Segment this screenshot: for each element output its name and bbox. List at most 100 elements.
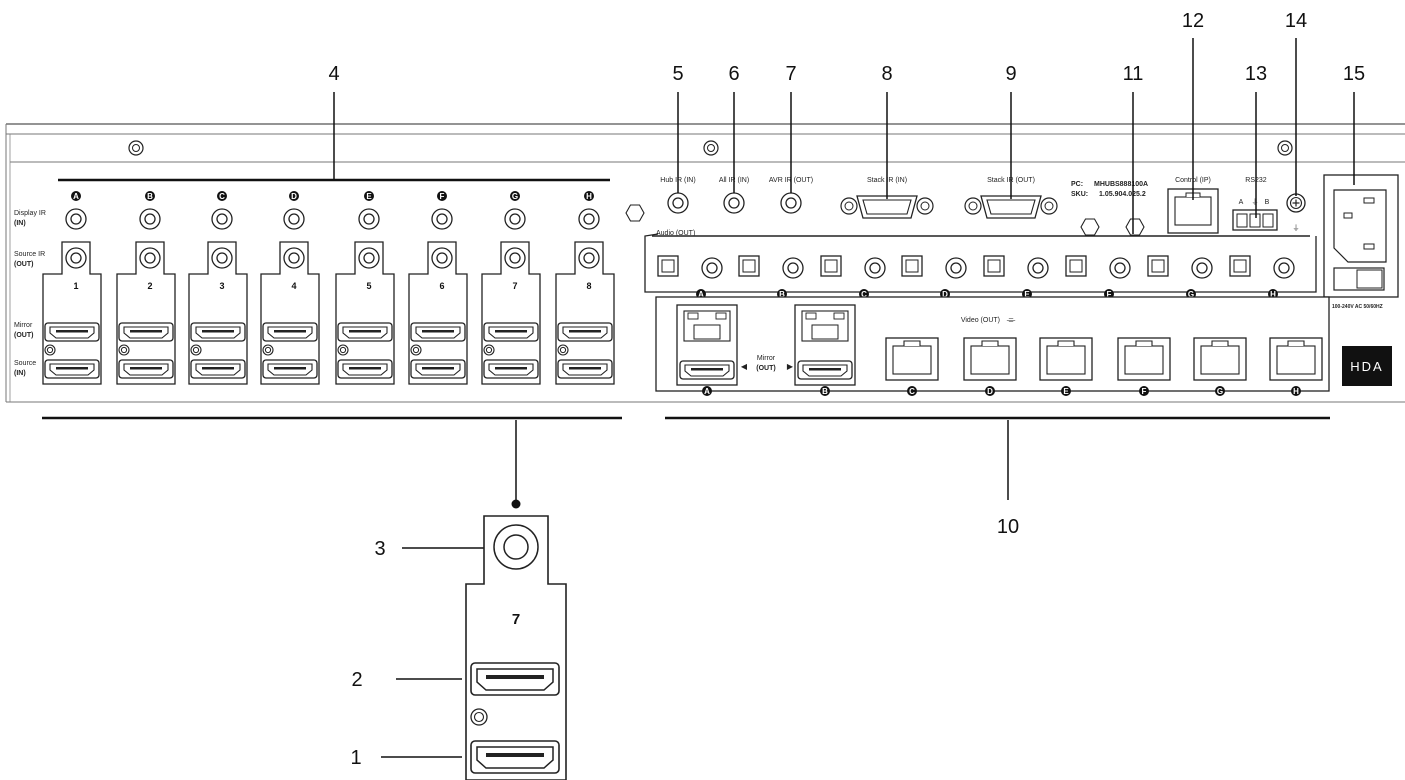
- source-in-hdmi-icon[interactable]: [262, 359, 318, 379]
- stack-in-dsub-icon[interactable]: [840, 195, 934, 219]
- source-in-hdmi-icon[interactable]: [190, 359, 246, 379]
- all-ir-jack-icon[interactable]: [723, 192, 745, 214]
- zoom-source-ir-jack-icon[interactable]: [493, 524, 539, 570]
- display-ir-jack-icon[interactable]: [65, 208, 87, 230]
- source-in-hdmi-icon[interactable]: [483, 359, 539, 379]
- display-ir-jack-icon[interactable]: [139, 208, 161, 230]
- display-ir-jack-icon[interactable]: [578, 208, 600, 230]
- mirror-out-hdmi-icon[interactable]: [44, 322, 100, 342]
- analog-audio-jack-icon[interactable]: [782, 257, 804, 279]
- input-module-a: A1: [42, 191, 102, 385]
- ground-symbol-icon: ⏚: [1252, 198, 1259, 206]
- source-ir-jack-icon[interactable]: [431, 247, 453, 269]
- optical-audio-port-icon[interactable]: [657, 255, 679, 277]
- led-icon: [44, 344, 56, 356]
- analog-audio-jack-icon[interactable]: [1109, 257, 1131, 279]
- ground-screw-icon[interactable]: [1286, 193, 1306, 213]
- sku-value: 1.05.904.025.2: [1099, 191, 1146, 198]
- source-in-hdmi-icon[interactable]: [337, 359, 393, 379]
- led-icon: [410, 344, 422, 356]
- optical-audio-port-icon[interactable]: [1147, 255, 1169, 277]
- hdbaset-rj45-port-icon[interactable]: [1117, 337, 1171, 381]
- hdbaset-rj45-port-icon[interactable]: [963, 337, 1017, 381]
- display-ir-jack-icon[interactable]: [431, 208, 453, 230]
- video-badge-h: H: [1291, 386, 1301, 396]
- source-in-hdmi-icon[interactable]: [44, 359, 100, 379]
- optical-audio-port-icon[interactable]: [738, 255, 760, 277]
- rs232-port: RS232 A ⏚ B: [1232, 177, 1278, 231]
- leader-dot: [511, 499, 521, 509]
- optical-audio-port-icon[interactable]: [820, 255, 842, 277]
- source-ir-jack-icon[interactable]: [211, 247, 233, 269]
- source-label: Source: [14, 360, 36, 367]
- hdbaset-rj45-port-icon[interactable]: [1269, 337, 1323, 381]
- audio-badge-d-letter: D: [942, 290, 948, 299]
- hub-ir-jack-icon[interactable]: [667, 192, 689, 214]
- led-icon: [190, 344, 202, 356]
- input-module-e: E5: [335, 191, 395, 385]
- video-badge-f: F: [1139, 386, 1149, 396]
- channel-badge-d: D: [289, 191, 299, 201]
- source-ir-jack-icon[interactable]: [358, 247, 380, 269]
- optical-audio-port-icon[interactable]: [901, 255, 923, 277]
- source-in-hdmi-icon[interactable]: [557, 359, 613, 379]
- display-ir-jack-icon[interactable]: [504, 208, 526, 230]
- display-ir-jack-icon[interactable]: [283, 208, 305, 230]
- mirror-out-hdmi-icon[interactable]: [410, 322, 466, 342]
- callout-9: 9: [1005, 63, 1016, 85]
- audio-badge-e-letter: E: [1024, 290, 1030, 299]
- analog-audio-jack-icon[interactable]: [1273, 257, 1295, 279]
- source-ir-jack-icon[interactable]: [504, 247, 526, 269]
- input-module-c: C3: [188, 191, 248, 385]
- video-badge-b: B: [820, 386, 830, 396]
- analog-audio-jack-icon[interactable]: [701, 257, 723, 279]
- mirror-out-hdmi-icon[interactable]: [483, 322, 539, 342]
- led-icon: [262, 344, 274, 356]
- power-rating-label: 100-240V AC 50/60HZ: [1332, 304, 1383, 310]
- channel-badge-e-letter: E: [366, 192, 372, 201]
- zoom-mirror-out-hdmi-icon[interactable]: [470, 662, 560, 696]
- analog-audio-jack-icon[interactable]: [1027, 257, 1049, 279]
- hex-standoff-icon: [625, 204, 645, 222]
- zoom-source-in-hdmi-icon[interactable]: [470, 740, 560, 774]
- source-in-hdmi-icon[interactable]: [410, 359, 466, 379]
- hdbaset-rj45-port-icon[interactable]: [1039, 337, 1093, 381]
- iec-socket-icon[interactable]: [1333, 189, 1387, 263]
- video-badge-a: A: [702, 386, 712, 396]
- hdbaset-rj45-port-icon[interactable]: [885, 337, 939, 381]
- stack-out-dsub-icon[interactable]: [964, 195, 1058, 219]
- optical-audio-port-icon[interactable]: [1065, 255, 1087, 277]
- channel-badge-f: F: [437, 191, 447, 201]
- display-ir-jack-icon[interactable]: [358, 208, 380, 230]
- analog-audio-jack-icon[interactable]: [864, 257, 886, 279]
- video-badge-g: G: [1215, 386, 1225, 396]
- mirror-out-hdmi-icon[interactable]: [557, 322, 613, 342]
- analog-audio-jack-icon[interactable]: [1191, 257, 1213, 279]
- mirror-out-hdmi-icon[interactable]: [190, 322, 246, 342]
- source-ir-jack-icon[interactable]: [283, 247, 305, 269]
- mirror-out-hdmi-icon[interactable]: [797, 360, 853, 380]
- mirror-out-hdmi-icon[interactable]: [337, 322, 393, 342]
- source-ir-jack-icon[interactable]: [578, 247, 600, 269]
- power-inlet: 100-240V AC 50/60HZ: [1323, 174, 1399, 310]
- display-ir-jack-icon[interactable]: [211, 208, 233, 230]
- mirror-out-hdmi-icon[interactable]: [118, 322, 174, 342]
- mirror-out-hdmi-icon[interactable]: [262, 322, 318, 342]
- source-ir-jack-icon[interactable]: [139, 247, 161, 269]
- avr-ir-jack-icon[interactable]: [780, 192, 802, 214]
- channel-badge-d-letter: D: [291, 192, 297, 201]
- audio-badge-c-letter: C: [861, 290, 867, 299]
- video-badge-c: C: [907, 386, 917, 396]
- side-labels: Display IR (IN) Source IR (OUT) Mirror (…: [14, 210, 46, 377]
- optical-audio-port-icon[interactable]: [1229, 255, 1251, 277]
- source-ir-jack-icon[interactable]: [65, 247, 87, 269]
- ground-terminal: ⏚: [1286, 193, 1306, 232]
- source-in-hdmi-icon[interactable]: [118, 359, 174, 379]
- optical-audio-port-icon[interactable]: [983, 255, 1005, 277]
- analog-audio-jack-icon[interactable]: [945, 257, 967, 279]
- mirror-out-hdmi-icon[interactable]: [679, 360, 735, 380]
- zoomed-module-7: 7: [465, 515, 567, 780]
- hdbaset-rj45-port-icon[interactable]: [1193, 337, 1247, 381]
